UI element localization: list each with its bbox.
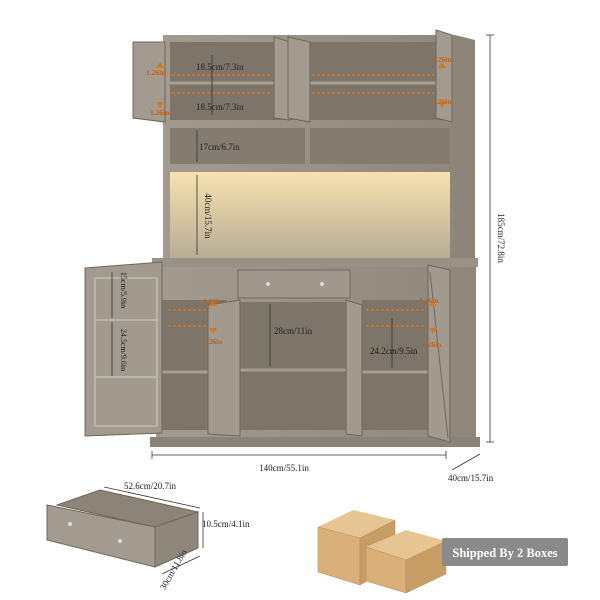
adjust-label-2: 1.26in [150, 108, 170, 117]
upper-door-3 [287, 36, 311, 123]
center-cabinet-label: 28cm/11in [274, 326, 313, 336]
hutch-gap-label: 40cm/15.7in [203, 193, 213, 239]
open-shelf-label: 17cm/6.7in [199, 142, 240, 152]
side-door-mid-label: 24.5cm/9.6in [119, 329, 128, 371]
base-center-interior [240, 302, 348, 430]
upper-shelf-bottom-label: 18.5cm/7.3in [196, 102, 244, 112]
box-1-top [318, 510, 395, 538]
open-shelf-left [170, 128, 305, 164]
drawer-detail-knob-left [68, 522, 72, 526]
right-cabinet-label: 24.2cm/9.5in [370, 346, 418, 356]
dimension-labels: 185cm/72.8in 140cm/55.1in 40cm/15.7in 18… [119, 55, 506, 483]
box-2-top [366, 530, 446, 560]
barn-door-brace [429, 271, 449, 439]
adjust-label-7: 1.26in [419, 296, 439, 305]
center-drawer [237, 269, 351, 299]
shelf-adjust-markers [156, 62, 446, 334]
adjust-label-3: 1.26in [432, 55, 452, 64]
shipped-badge: Shipped By 2 Boxes [442, 538, 568, 566]
upper-door-4 [435, 29, 453, 123]
led-hutch-area [170, 172, 450, 260]
adjust-label-1: 1.26in [146, 68, 166, 77]
adjust-label-8: 1.26in [422, 340, 442, 349]
counter-top [152, 258, 478, 267]
drawer-side [154, 511, 199, 568]
cabinet-plinth [150, 437, 480, 447]
shipping-boxes [317, 510, 447, 594]
shipped-badge-label: Shipped By 2 Boxes [452, 546, 557, 560]
shipped-badge-bg [442, 538, 568, 566]
drawer-knob-left [266, 282, 270, 286]
upper-right-interior [310, 42, 450, 120]
door-rack-frame [94, 277, 158, 427]
adjust-label-6: 1.26in [203, 337, 223, 346]
drawer-detail: 52.6cm/20.7in 10.5cm/4.1in 30cm/11.8in [46, 481, 250, 591]
drawer-height-label: 10.5cm/4.1in [202, 519, 250, 529]
drawer-length-label: 52.6cm/20.7in [124, 481, 176, 491]
upper-door-2 [273, 36, 291, 121]
height-total-label: 185cm/72.8in [496, 213, 506, 263]
drawer-knob-right [320, 282, 324, 286]
adjust-label-4: 1.26in [432, 97, 452, 106]
lower-door-left-inner [207, 299, 241, 437]
side-door-top-label: 15cm/5.9in [119, 272, 128, 308]
adjust-label-5: 1.26in [203, 297, 223, 306]
lower-door-left-outer [84, 261, 163, 437]
open-shelf-right [310, 128, 450, 164]
lower-door-center [345, 299, 363, 437]
box-2-side [405, 540, 447, 594]
cabinet-side-panel [455, 35, 475, 262]
depth-total-label: 40cm/15.7in [448, 473, 494, 483]
width-total-label: 140cm/55.1in [259, 463, 309, 473]
drawer-detail-knob-right [118, 539, 122, 543]
cabinet [84, 29, 480, 447]
base-right-interior [362, 300, 430, 430]
upper-shelf-top-label: 18.5cm/7.3in [196, 62, 244, 72]
dimension-lines [111, 34, 494, 471]
